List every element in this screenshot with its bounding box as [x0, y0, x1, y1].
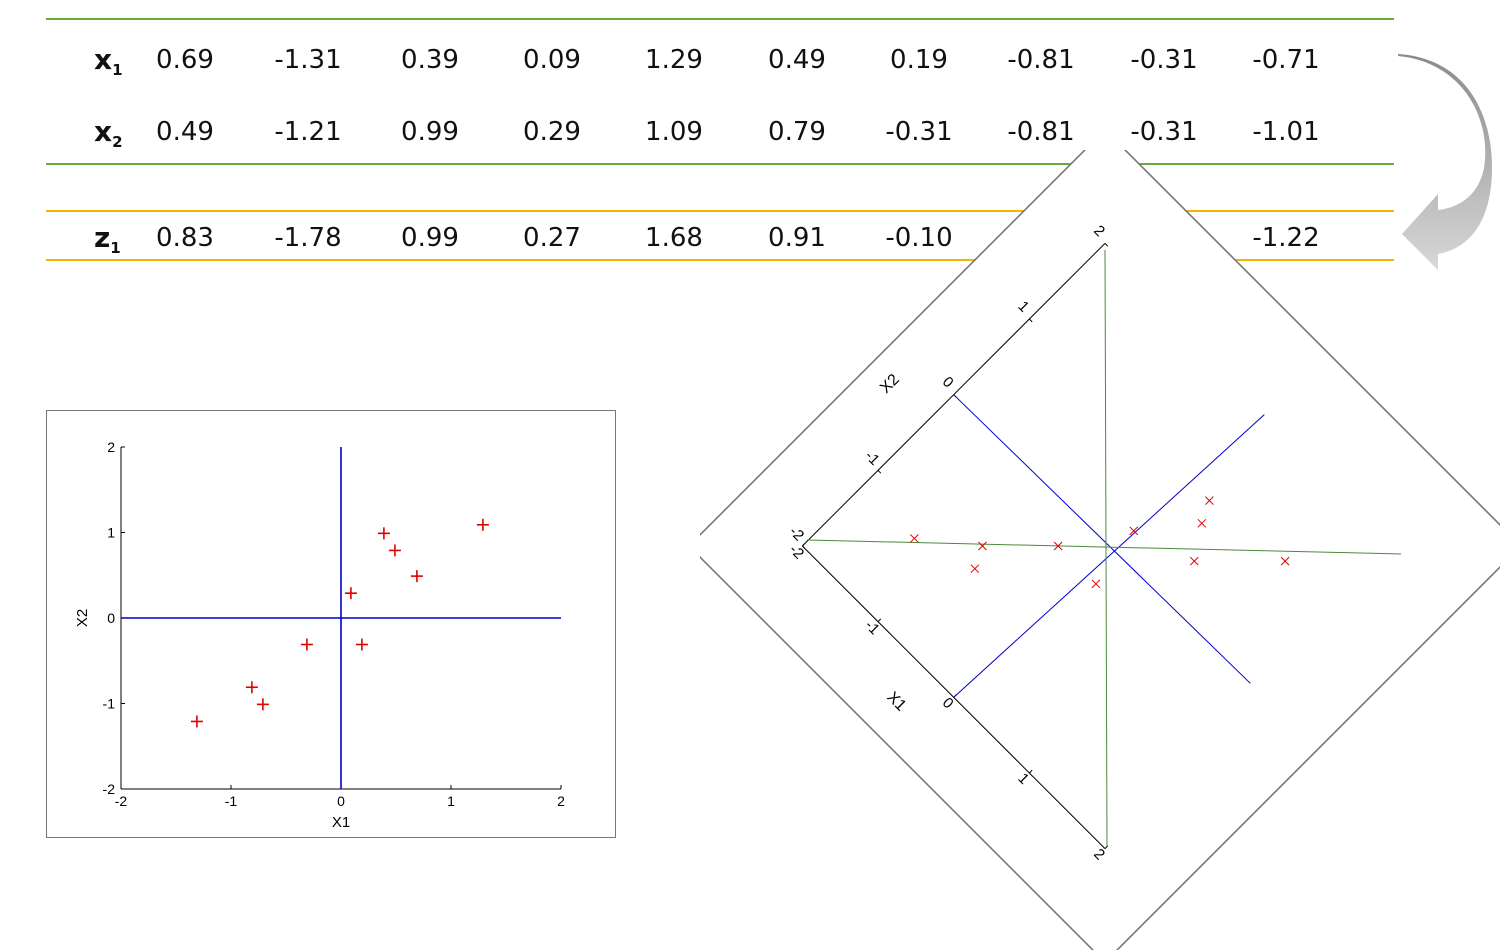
- data-point: [300, 638, 313, 651]
- rotated-x-tick: [1028, 769, 1033, 774]
- table-z-row: z10.83-1.780.990.271.680.91-0.10-0.44-1.…: [46, 218, 1394, 258]
- data-point: [410, 570, 423, 583]
- rotated-zero-line-x2: [953, 414, 1265, 698]
- pc-vertical-line: [1104, 249, 1108, 847]
- table-x-cell: -1.01: [1252, 117, 1320, 147]
- transform-arrow-icon: [1398, 54, 1492, 270]
- data-point: [190, 715, 203, 728]
- table-x-cell: 0.49: [768, 45, 826, 75]
- rotated-plot-frame: [700, 150, 1500, 950]
- table-x-cell: 0.29: [523, 117, 581, 147]
- table-z-cell: 0.27: [523, 223, 581, 253]
- rotated-y-tick: [1028, 318, 1033, 323]
- table-x-cell: -0.81: [1007, 45, 1075, 75]
- table-x-cell: 1.09: [645, 117, 703, 147]
- y-tick-label: 1: [107, 525, 115, 541]
- table-x-cell: -1.21: [274, 117, 342, 147]
- data-point: [245, 681, 258, 694]
- table-z-cell: -0.10: [885, 223, 953, 253]
- rotated-data-point: [978, 541, 987, 551]
- table-x-cell: 0.69: [156, 45, 214, 75]
- rotated-data-point: [1280, 556, 1290, 566]
- table-x-cell: -0.81: [1007, 117, 1075, 147]
- table-x-row: x2 0.49 -1.21 0.99 0.29 1.09 0.79 -0.31 -0.81 -0.…: [46, 112, 1394, 152]
- x-tick-label: 2: [557, 793, 565, 809]
- table-x-cell: -0.31: [885, 117, 953, 147]
- rotated-zero-line-x1: [953, 394, 1251, 684]
- y-tick-label: -1: [103, 696, 116, 712]
- table-x-cell: 1.29: [645, 45, 703, 75]
- table-z-cell: 1.68: [645, 223, 703, 253]
- rotated-x-axis-line: [802, 545, 1106, 849]
- x-tick-label: -2: [115, 793, 128, 809]
- data-point: [388, 544, 401, 557]
- rotated-data-point: [1197, 518, 1207, 528]
- table-z-row-label: z1: [94, 221, 121, 257]
- pc-horizontal-line: [806, 539, 1402, 555]
- table-z-cell: -1.22: [1252, 223, 1320, 253]
- table-x-cell: 0.79: [768, 117, 826, 147]
- rotated-data-point: [1205, 496, 1214, 505]
- x-axis-label: X1: [332, 814, 350, 831]
- table-x-cell: 0.99: [401, 117, 459, 147]
- rotated-data-point: [1129, 526, 1139, 536]
- table-x-cell: -0.31: [1130, 45, 1198, 75]
- table-z-bottom-rule: [46, 259, 1394, 261]
- data-point: [344, 587, 357, 600]
- table-x-cell: 0.39: [401, 45, 459, 75]
- table-z-cell: 0.91: [768, 223, 826, 253]
- table-z-cell: 0.83: [156, 223, 214, 253]
- rotated-y-tick: [802, 545, 806, 550]
- table-x-row: x1 0.69 -1.31 0.39 0.09 1.29 0.49 0.19 -0.81 -0.3…: [46, 40, 1394, 80]
- rotated-x-tick: [1104, 845, 1109, 849]
- rotated-x-tick: [877, 618, 882, 623]
- rotated-data-point: [970, 564, 980, 574]
- rotated-data-point: [1053, 541, 1063, 551]
- data-point: [476, 518, 489, 531]
- rotated-x-tick: [802, 542, 806, 547]
- y-tick-label: -2: [103, 781, 116, 797]
- data-point: [377, 527, 390, 540]
- table-x-bottom-rule: [46, 163, 1394, 165]
- table-x-cell: -0.71: [1252, 45, 1320, 75]
- x-tick-label: -1: [225, 793, 238, 809]
- table-x-cell: -1.31: [274, 45, 342, 75]
- rotated-data-point: [909, 534, 919, 543]
- x-tick-label: 1: [447, 793, 455, 809]
- table-x-top-rule: [46, 18, 1394, 20]
- y-tick-label: 2: [107, 439, 115, 455]
- rotated-data-point: [1091, 579, 1101, 589]
- table-x-cell: 0.09: [523, 45, 581, 75]
- table-x-cell: 0.19: [890, 45, 948, 75]
- table-z-cell: 0.99: [401, 223, 459, 253]
- table-x-row-label: x1: [94, 43, 123, 79]
- y-axis-label: X2: [74, 609, 91, 627]
- table-z-cell: -1.78: [274, 223, 342, 253]
- table-x-cell: 0.49: [156, 117, 214, 147]
- y-tick-label: 0: [107, 610, 115, 626]
- rotated-y-axis-line: [802, 243, 1106, 547]
- data-point: [256, 698, 269, 711]
- data-point: [355, 638, 368, 651]
- table-x-row-label: x2: [94, 115, 123, 151]
- rotated-y-tick: [877, 469, 882, 474]
- rotated-data-point: [1189, 556, 1199, 566]
- rotated-y-tick: [1104, 243, 1109, 247]
- table-z-top-rule: [46, 210, 1394, 212]
- scatter-plot: -2 -1 0 1 2 -2 -1 0 1 2X1 X2: [74, 439, 565, 831]
- x-tick-label: 0: [337, 793, 345, 809]
- table-x-cell: -0.31: [1130, 117, 1198, 147]
